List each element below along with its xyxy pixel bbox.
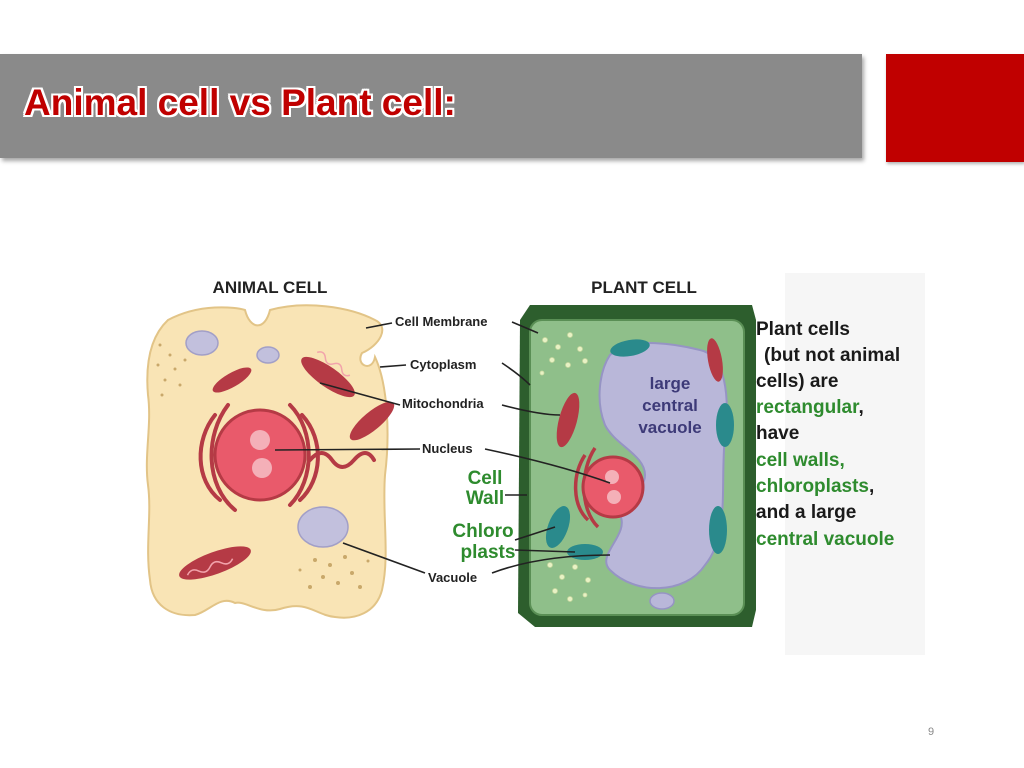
animal-cell [145, 304, 395, 619]
caption-comma: , [869, 476, 874, 497]
title-bar: Animal cell vs Plant cell: [0, 54, 862, 158]
caption-line-5: have [756, 423, 799, 444]
plant-cell-heading: PLANT CELL [591, 278, 697, 297]
animal-endoplasmic-reticulum [198, 403, 376, 512]
caption-panel [785, 273, 925, 655]
plant-nucleolus [605, 470, 619, 484]
cell-diagram: ANIMAL CELL PLANT CELL [140, 265, 930, 660]
red-accent-block [886, 54, 1024, 162]
slide-title: Animal cell vs Plant cell: [24, 82, 456, 123]
label-chloroplasts-line2: plasts [461, 542, 516, 563]
animal-small-vacuole [256, 346, 280, 364]
animal-small-vacuole [185, 330, 219, 356]
label-cell-wall-line2: Wall [466, 488, 504, 509]
label-mitochondria: Mitochondria [402, 396, 484, 411]
label-cell-wall-line1: Cell [468, 468, 503, 489]
animal-nucleolus [250, 430, 270, 450]
caption-line-1: Plant cells [756, 319, 850, 340]
caption-rectangular: rectangular [756, 397, 860, 418]
label-chloroplasts-line1: Chloro [452, 521, 513, 542]
animal-cell-heading: ANIMAL CELL [213, 278, 328, 297]
page-number: 9 [928, 726, 935, 738]
caption-line-6: cell walls, [756, 450, 845, 471]
plant-small-vacuole [649, 592, 675, 610]
animal-vacuole [297, 506, 349, 548]
label-vacuole: Vacuole [428, 570, 477, 585]
plant-nucleolus [607, 490, 621, 504]
caption-chloroplasts: chloroplasts [756, 476, 869, 497]
animal-mitochondria [179, 351, 395, 580]
plant-mitochondrion [556, 392, 580, 448]
label-cell-membrane: Cell Membrane [395, 314, 487, 329]
caption-line-9: central vacuole [756, 529, 894, 550]
label-cytoplasm: Cytoplasm [410, 357, 476, 372]
animal-nucleus [213, 408, 307, 502]
plant-cell [518, 305, 756, 627]
plant-nucleus [581, 455, 645, 519]
caption-line-8: and a large [756, 502, 856, 523]
label-large-central-vacuole-line3: vacuole [638, 418, 701, 437]
caption-line-4: rectangular, [756, 397, 864, 418]
label-nucleus: Nucleus [422, 441, 473, 456]
animal-granules [156, 343, 370, 589]
plant-mitochondrion [707, 338, 723, 382]
caption-line-2: (but not animal [764, 345, 900, 366]
caption-line-3: cells) are [756, 371, 838, 392]
animal-nucleolus [252, 458, 272, 478]
plant-chloroplasts [545, 339, 734, 560]
cell-diagram-svg: ANIMAL CELL PLANT CELL [145, 273, 925, 655]
label-large-central-vacuole-line1: large [650, 374, 691, 393]
caption-comma: , [858, 397, 863, 418]
caption-line-7: chloroplasts, [756, 476, 874, 497]
plant-granules [539, 332, 591, 602]
caption: Plant cells (but not animal cells) are r… [756, 319, 900, 550]
label-leader-lines [274, 321, 611, 574]
label-large-central-vacuole-line2: central [642, 396, 698, 415]
